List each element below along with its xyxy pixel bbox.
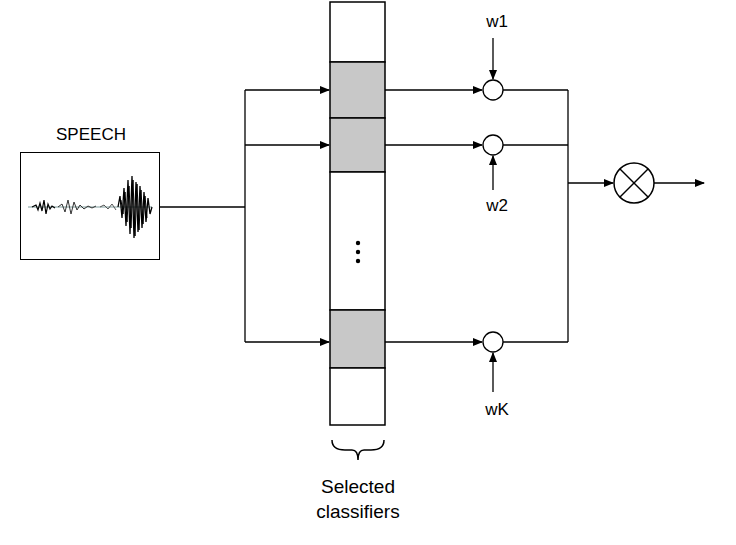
box-heading: SPEECH: [21, 125, 161, 145]
column-caption: Selected classifiers: [293, 475, 423, 524]
multiplier-symbol: [614, 163, 654, 203]
ellipsis-dots: [356, 241, 360, 263]
classifier-column: [330, 2, 385, 425]
speech-waveform: [28, 176, 152, 238]
output-wires: [385, 38, 704, 392]
selection-brace: [332, 440, 384, 460]
weight-circles: [483, 80, 503, 352]
weight-label: w2: [477, 195, 517, 217]
input-wires: [160, 90, 329, 342]
weight-label: w1: [477, 11, 517, 33]
weight-label: wK: [477, 399, 517, 421]
speech-box: SPEECH: [20, 152, 160, 260]
